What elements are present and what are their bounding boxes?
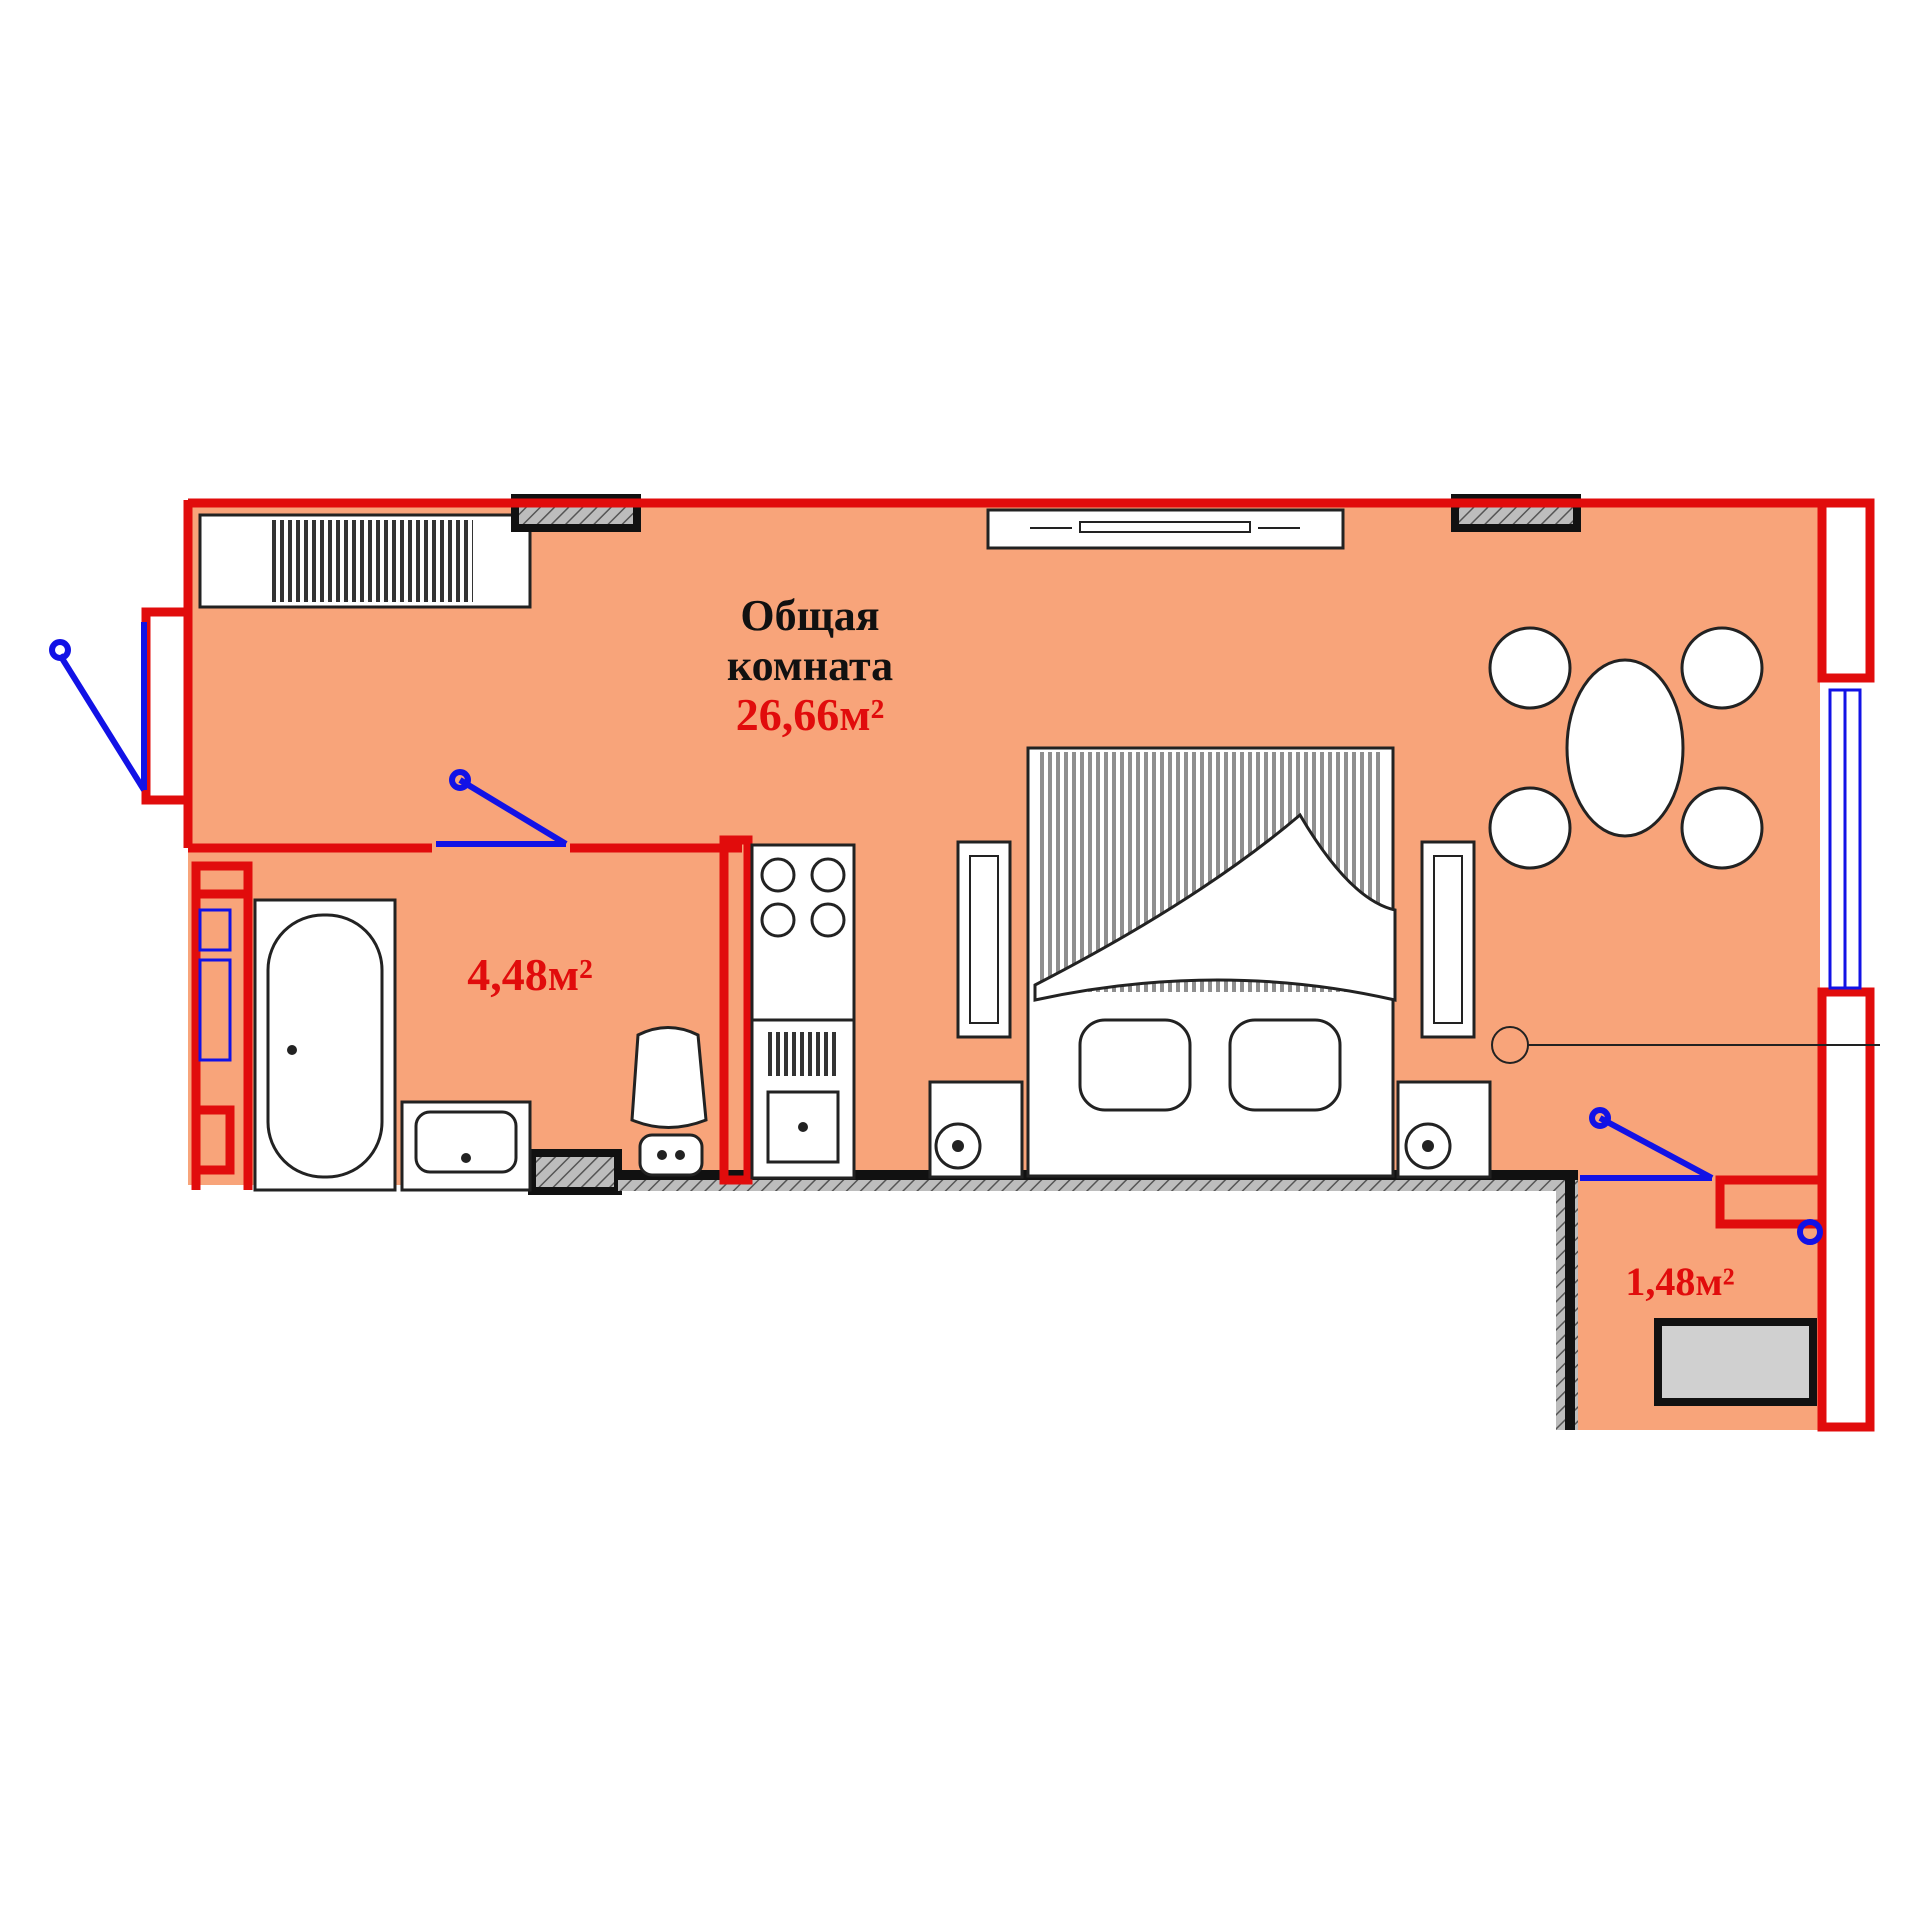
toilet-icon <box>630 1026 708 1177</box>
washing-machine-icon <box>1654 1318 1817 1406</box>
nightstand-icon <box>956 840 1476 1039</box>
speaker-icon <box>928 1080 1492 1179</box>
bathtub-icon <box>253 898 397 1192</box>
living-room-name-line1: Общая <box>740 591 879 640</box>
double-bed-icon <box>1026 746 1397 1178</box>
stove-icon <box>750 843 856 1022</box>
wardrobe-icon <box>198 513 532 609</box>
door-icon <box>49 622 1823 1245</box>
tv-stand-icon <box>986 508 1345 550</box>
chair-icon <box>1488 626 1764 870</box>
window-icon <box>198 688 1862 1062</box>
washbasin-icon <box>400 1100 532 1192</box>
living-room-name-line2: комната <box>727 641 893 690</box>
radiator-pipe <box>1491 1026 1880 1064</box>
living-room-area: 26,66м² <box>736 689 885 740</box>
sink-icon <box>750 1018 856 1180</box>
dining-table-icon <box>1565 658 1685 838</box>
balcony-area: 1,48м² <box>1625 1259 1734 1304</box>
bathroom-area: 4,48м² <box>467 949 593 1000</box>
walls <box>141 498 1875 1432</box>
